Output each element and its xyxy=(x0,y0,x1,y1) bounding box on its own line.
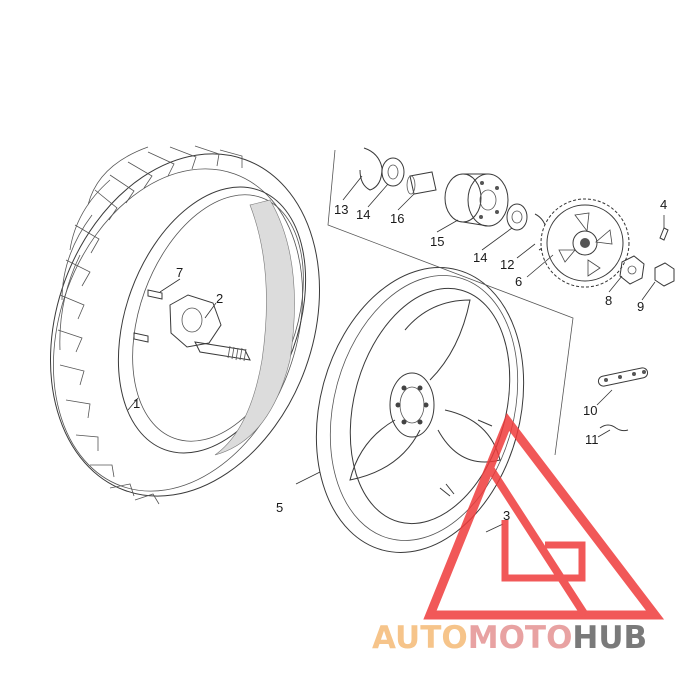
callout-9: 9 xyxy=(637,299,644,314)
split-pin xyxy=(659,227,669,241)
watermark-text: AUTOMOTOHUB xyxy=(372,620,647,656)
callout-5: 5 xyxy=(276,500,283,515)
callout-15: 15 xyxy=(430,234,444,249)
callout-6: 6 xyxy=(515,274,522,289)
bearing-right xyxy=(506,203,528,231)
callout-2: 2 xyxy=(216,291,223,306)
watermark-text-moto: MOTO xyxy=(468,620,573,656)
callout-labels: 1 2 3 4 5 6 7 8 9 10 11 12 13 14 14 15 1… xyxy=(133,197,667,523)
callout-11: 11 xyxy=(585,432,599,447)
callout-14-left: 14 xyxy=(356,207,370,222)
watermark-text-auto: AUTO xyxy=(372,620,468,656)
hub-axle xyxy=(169,294,251,362)
watermark-logo xyxy=(423,412,665,620)
chain-link xyxy=(597,367,649,387)
callout-8: 8 xyxy=(605,293,612,308)
exploded-parts-box xyxy=(327,149,574,456)
bolts xyxy=(133,289,163,343)
watermark-text-hub: HUB xyxy=(572,620,647,656)
bearing-left xyxy=(381,157,405,187)
callout-12: 12 xyxy=(500,257,514,272)
callout-16: 16 xyxy=(390,211,404,226)
tyre xyxy=(49,145,321,505)
callout-10: 10 xyxy=(583,403,597,418)
callout-4: 4 xyxy=(660,197,667,212)
sprocket xyxy=(540,198,630,288)
chain-clip xyxy=(599,424,629,432)
callout-13: 13 xyxy=(334,202,348,217)
callout-1: 1 xyxy=(133,396,140,411)
castle-nut xyxy=(654,262,675,287)
sprocket-carrier xyxy=(444,173,509,227)
callout-7: 7 xyxy=(176,265,183,280)
callout-3: 3 xyxy=(503,508,510,523)
circlip xyxy=(359,147,383,191)
wheel-rim xyxy=(315,267,525,553)
callout-14-right: 14 xyxy=(473,250,487,265)
spacer-sleeve xyxy=(406,171,437,195)
leader-lines xyxy=(127,175,665,533)
nut-8 xyxy=(619,255,645,285)
